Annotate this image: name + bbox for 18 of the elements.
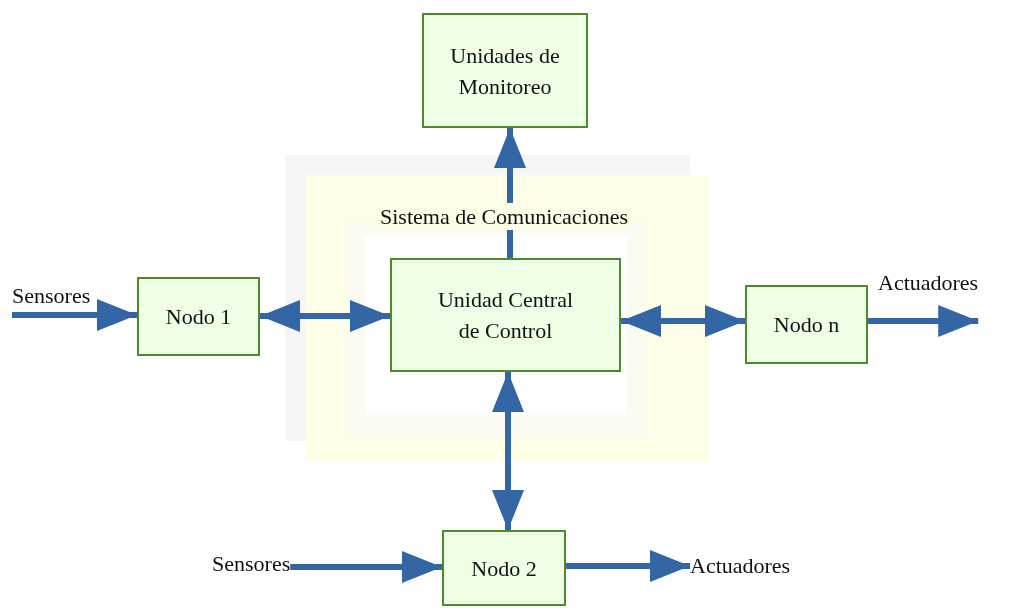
arrow <box>494 128 526 258</box>
signal-label: Sensores <box>12 282 91 309</box>
signal-label: Actuadores <box>690 552 791 579</box>
arrow <box>868 305 979 337</box>
arrow <box>492 372 524 530</box>
process-box: Nodo n <box>745 285 868 364</box>
system-label: Sistema de Comunicaciones <box>380 203 629 230</box>
arrow <box>566 550 690 582</box>
process-box: Unidad Central de Control <box>390 258 621 372</box>
process-box: Nodo 1 <box>137 277 260 356</box>
arrow <box>12 299 137 331</box>
process-box: Nodo 2 <box>442 530 566 606</box>
process-box: Unidades de Monitoreo <box>422 13 588 128</box>
signal-label: Actuadores <box>878 269 979 296</box>
signal-label: Sensores <box>212 550 291 577</box>
arrow <box>260 300 390 332</box>
arrow <box>290 551 442 583</box>
arrow <box>621 305 745 337</box>
